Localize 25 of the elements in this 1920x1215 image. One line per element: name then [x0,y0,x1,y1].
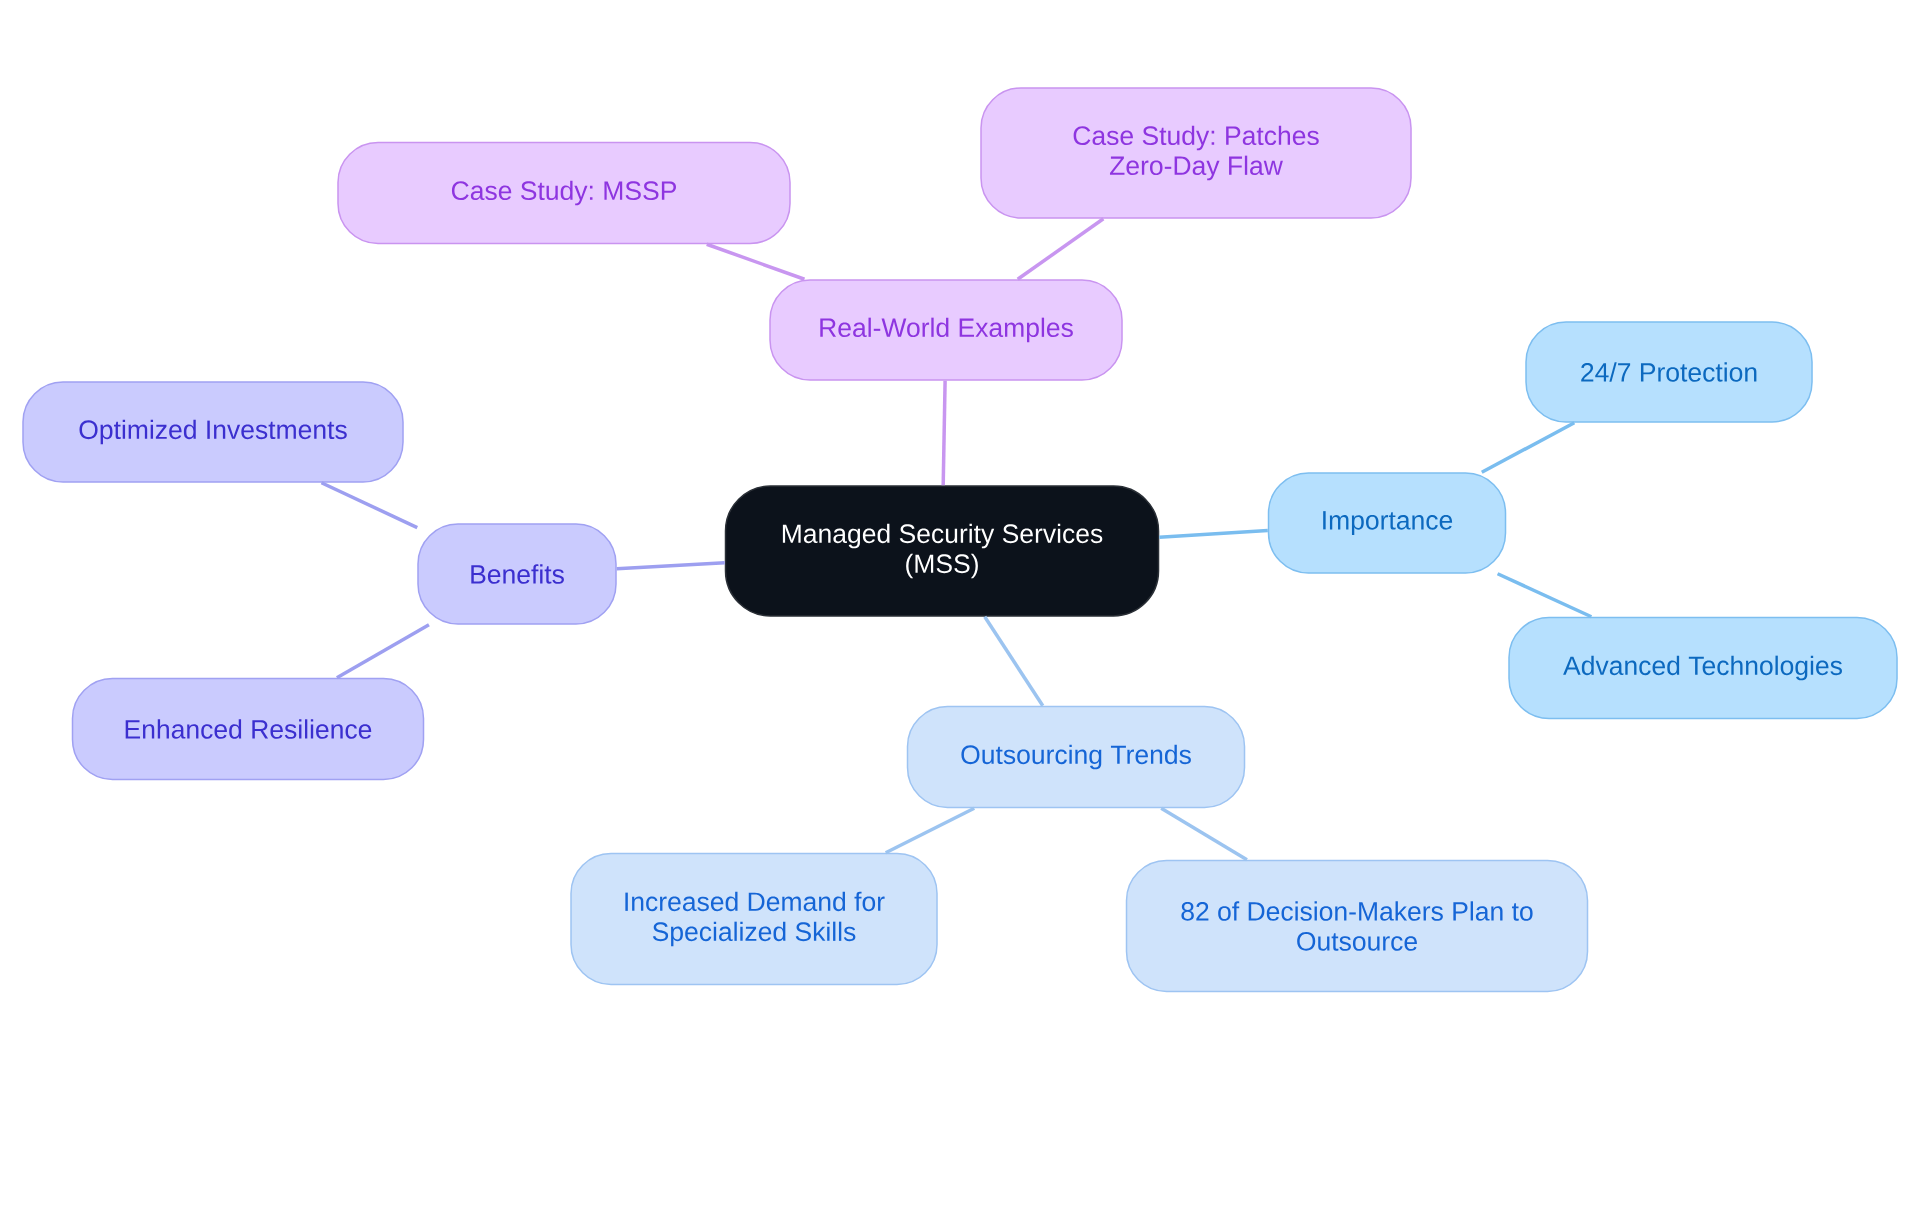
connector-line [884,806,976,855]
connector-line [983,615,1045,707]
subtopic-box: Case Study: MSSP [337,141,791,245]
connector-line [320,481,418,530]
connector-line [1496,572,1593,619]
connector-line [941,380,947,486]
connector-line [336,623,430,680]
connector-line [1159,528,1268,540]
topic-box: Real-World Examples [769,279,1123,381]
connector-line [1480,421,1576,474]
connector-line [1016,217,1105,281]
connector-line [1160,806,1248,862]
topic-box: Outsourcing Trends [906,705,1246,809]
topic-box: Importance [1267,472,1507,574]
connector-line [706,242,806,281]
subtopic-box: 24/7 Protection [1525,321,1813,423]
topic-box: Benefits [417,523,617,625]
central-topic-box: Managed Security Services (MSS) [724,485,1160,617]
subtopic-box: Enhanced Resilience [71,677,425,781]
subtopic-box: Advanced Technologies [1508,616,1898,720]
connector-line [616,561,725,571]
subtopic-box: Optimized Investments [22,381,404,483]
subtopic-box: 82 of Decision-Makers Plan to Outsource [1125,859,1589,993]
subtopic-box: Increased Demand for Specialized Skills [570,852,938,986]
subtopic-box: Case Study: Patches Zero-Day Flaw [980,87,1412,219]
